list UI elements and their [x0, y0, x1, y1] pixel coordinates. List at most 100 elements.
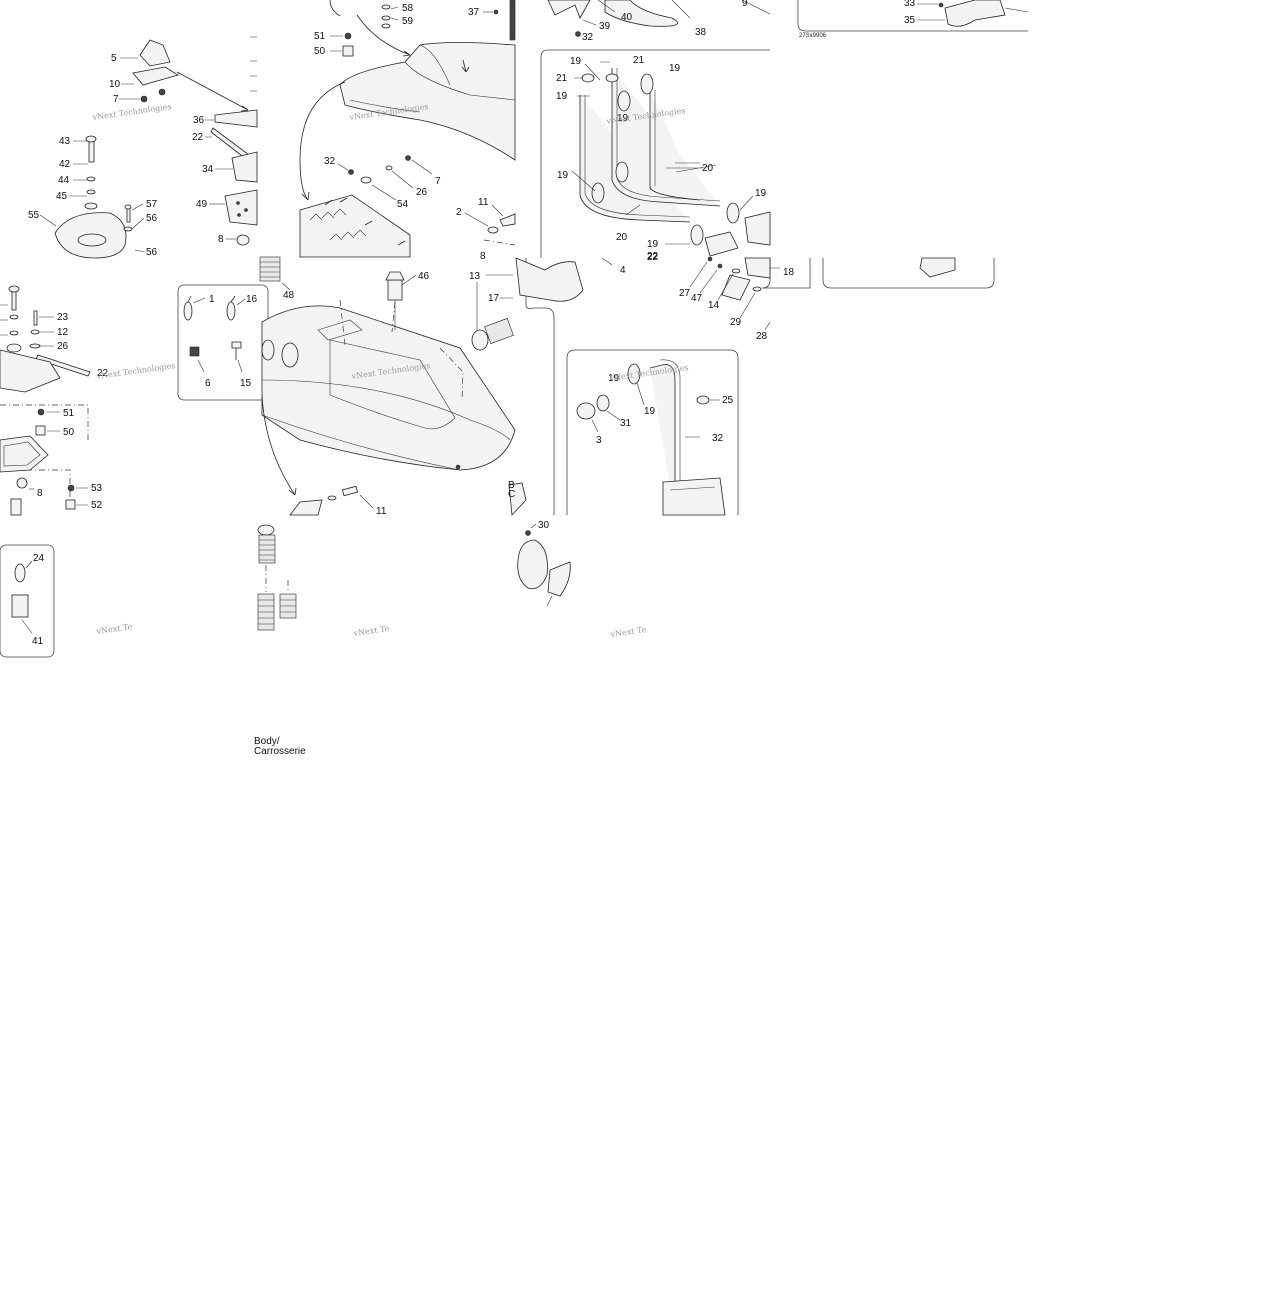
callout: 56	[146, 247, 158, 258]
callout: 37	[468, 7, 480, 18]
section-mark-c: C	[508, 489, 515, 500]
vent-tube-part	[579, 68, 721, 223]
gasket-strip-part	[35, 354, 91, 377]
nut-square-part	[35, 425, 46, 436]
bracket-part	[289, 499, 323, 516]
callout: 57	[146, 199, 158, 210]
callout: 51	[63, 408, 75, 419]
drop-part	[348, 169, 354, 175]
callout: 33	[904, 0, 916, 9]
storage-cup-part	[54, 212, 127, 259]
callout-labels: 5 10 7 43 42 44 45 55 57 56 56 36 22 34 …	[28, 0, 916, 647]
grommet-part	[236, 234, 250, 246]
callout: 26	[57, 341, 69, 352]
base-plate-part	[0, 435, 49, 473]
callout: 54	[397, 199, 409, 210]
callout: 20	[702, 163, 714, 174]
seal-strip-part	[210, 109, 258, 183]
top-right-inset-frame	[797, 0, 1028, 32]
callout: 50	[63, 427, 75, 438]
callout: 11	[376, 506, 387, 517]
callout: 59	[402, 16, 414, 27]
filler-hose-part	[649, 359, 681, 515]
washer-part-3	[487, 226, 499, 234]
callout: 24	[33, 553, 45, 564]
callout: 56	[146, 213, 158, 224]
spring-stub-part	[10, 498, 22, 516]
drain-plug-part	[517, 530, 571, 597]
drawing-code: 27Sx9906	[799, 33, 827, 39]
front-panel-part	[515, 257, 584, 302]
callout: 28	[756, 331, 768, 342]
hose-end-part	[509, 0, 516, 41]
callout: 32	[582, 32, 594, 43]
callout: 34	[202, 164, 214, 175]
callout: 21	[556, 73, 568, 84]
callout: 6	[205, 378, 211, 389]
latch-bracket-part	[132, 39, 179, 103]
nut-part-3	[405, 155, 411, 161]
washer-part-2	[385, 165, 393, 171]
vent-grille-part	[299, 194, 411, 258]
fuel-cap-part	[576, 363, 710, 420]
callout: 55	[28, 210, 40, 221]
section-mark-b: B	[508, 480, 515, 491]
callout: 12	[57, 327, 69, 338]
seat-latch-part	[919, 257, 956, 278]
diagram-title: Body/	[254, 736, 280, 747]
cable-clamp-part	[11, 563, 29, 618]
small-bolt-part	[123, 204, 133, 232]
callout: 38	[695, 27, 707, 38]
callout: 8	[37, 488, 43, 499]
front-inset-frame	[525, 258, 555, 515]
hook-part	[508, 482, 527, 516]
hose-clamp-part	[183, 295, 242, 360]
callout: 22	[97, 368, 109, 379]
seat-body-part	[339, 42, 516, 161]
callout: 2	[456, 207, 462, 218]
watermark: vNext Technologies	[91, 102, 172, 122]
callout: 39	[599, 21, 611, 32]
section-mark-partial: 8	[480, 251, 486, 262]
callout: 19	[557, 170, 569, 181]
washer-part	[360, 176, 372, 184]
screw-row-part	[324, 197, 406, 246]
callout: 51	[314, 31, 326, 42]
callout: 48	[283, 290, 295, 301]
fuel-inset-frame	[566, 349, 739, 515]
watermark: vNext Te	[609, 625, 647, 639]
callout: 47	[691, 293, 703, 304]
rivet-part	[493, 9, 499, 15]
callout: 9	[742, 0, 748, 9]
grommet-part-2	[16, 477, 28, 489]
callout: 50	[314, 46, 326, 57]
callout: 58	[402, 3, 414, 14]
callout: 17	[488, 293, 500, 304]
callout: 41	[32, 636, 44, 647]
bolt-stack-part	[84, 135, 98, 210]
vent-plug-part	[385, 271, 405, 301]
cover-plate-part	[0, 349, 61, 393]
drop-part-2	[575, 31, 581, 37]
callout: 25	[722, 395, 734, 406]
callout: 32	[712, 433, 724, 444]
callout: 5	[111, 53, 117, 64]
callout: 4	[620, 265, 626, 276]
screw-part	[499, 213, 516, 227]
callout: 44	[58, 175, 70, 186]
callout: 27	[679, 288, 691, 299]
mount-plate-part	[224, 189, 258, 226]
clamp-inset-frame	[0, 544, 55, 658]
callout: 45	[56, 191, 68, 202]
watermark: vNext Te	[95, 622, 133, 636]
callout: 18	[783, 267, 795, 278]
front-storage-hull-part	[261, 305, 516, 471]
callout: 19	[755, 188, 767, 199]
callout: 19	[556, 91, 568, 102]
seat-inset-frame	[822, 258, 995, 289]
watermark: vNext Technologies	[95, 361, 176, 381]
left-bolt-group-part	[6, 285, 41, 353]
callout: 10	[109, 79, 121, 90]
